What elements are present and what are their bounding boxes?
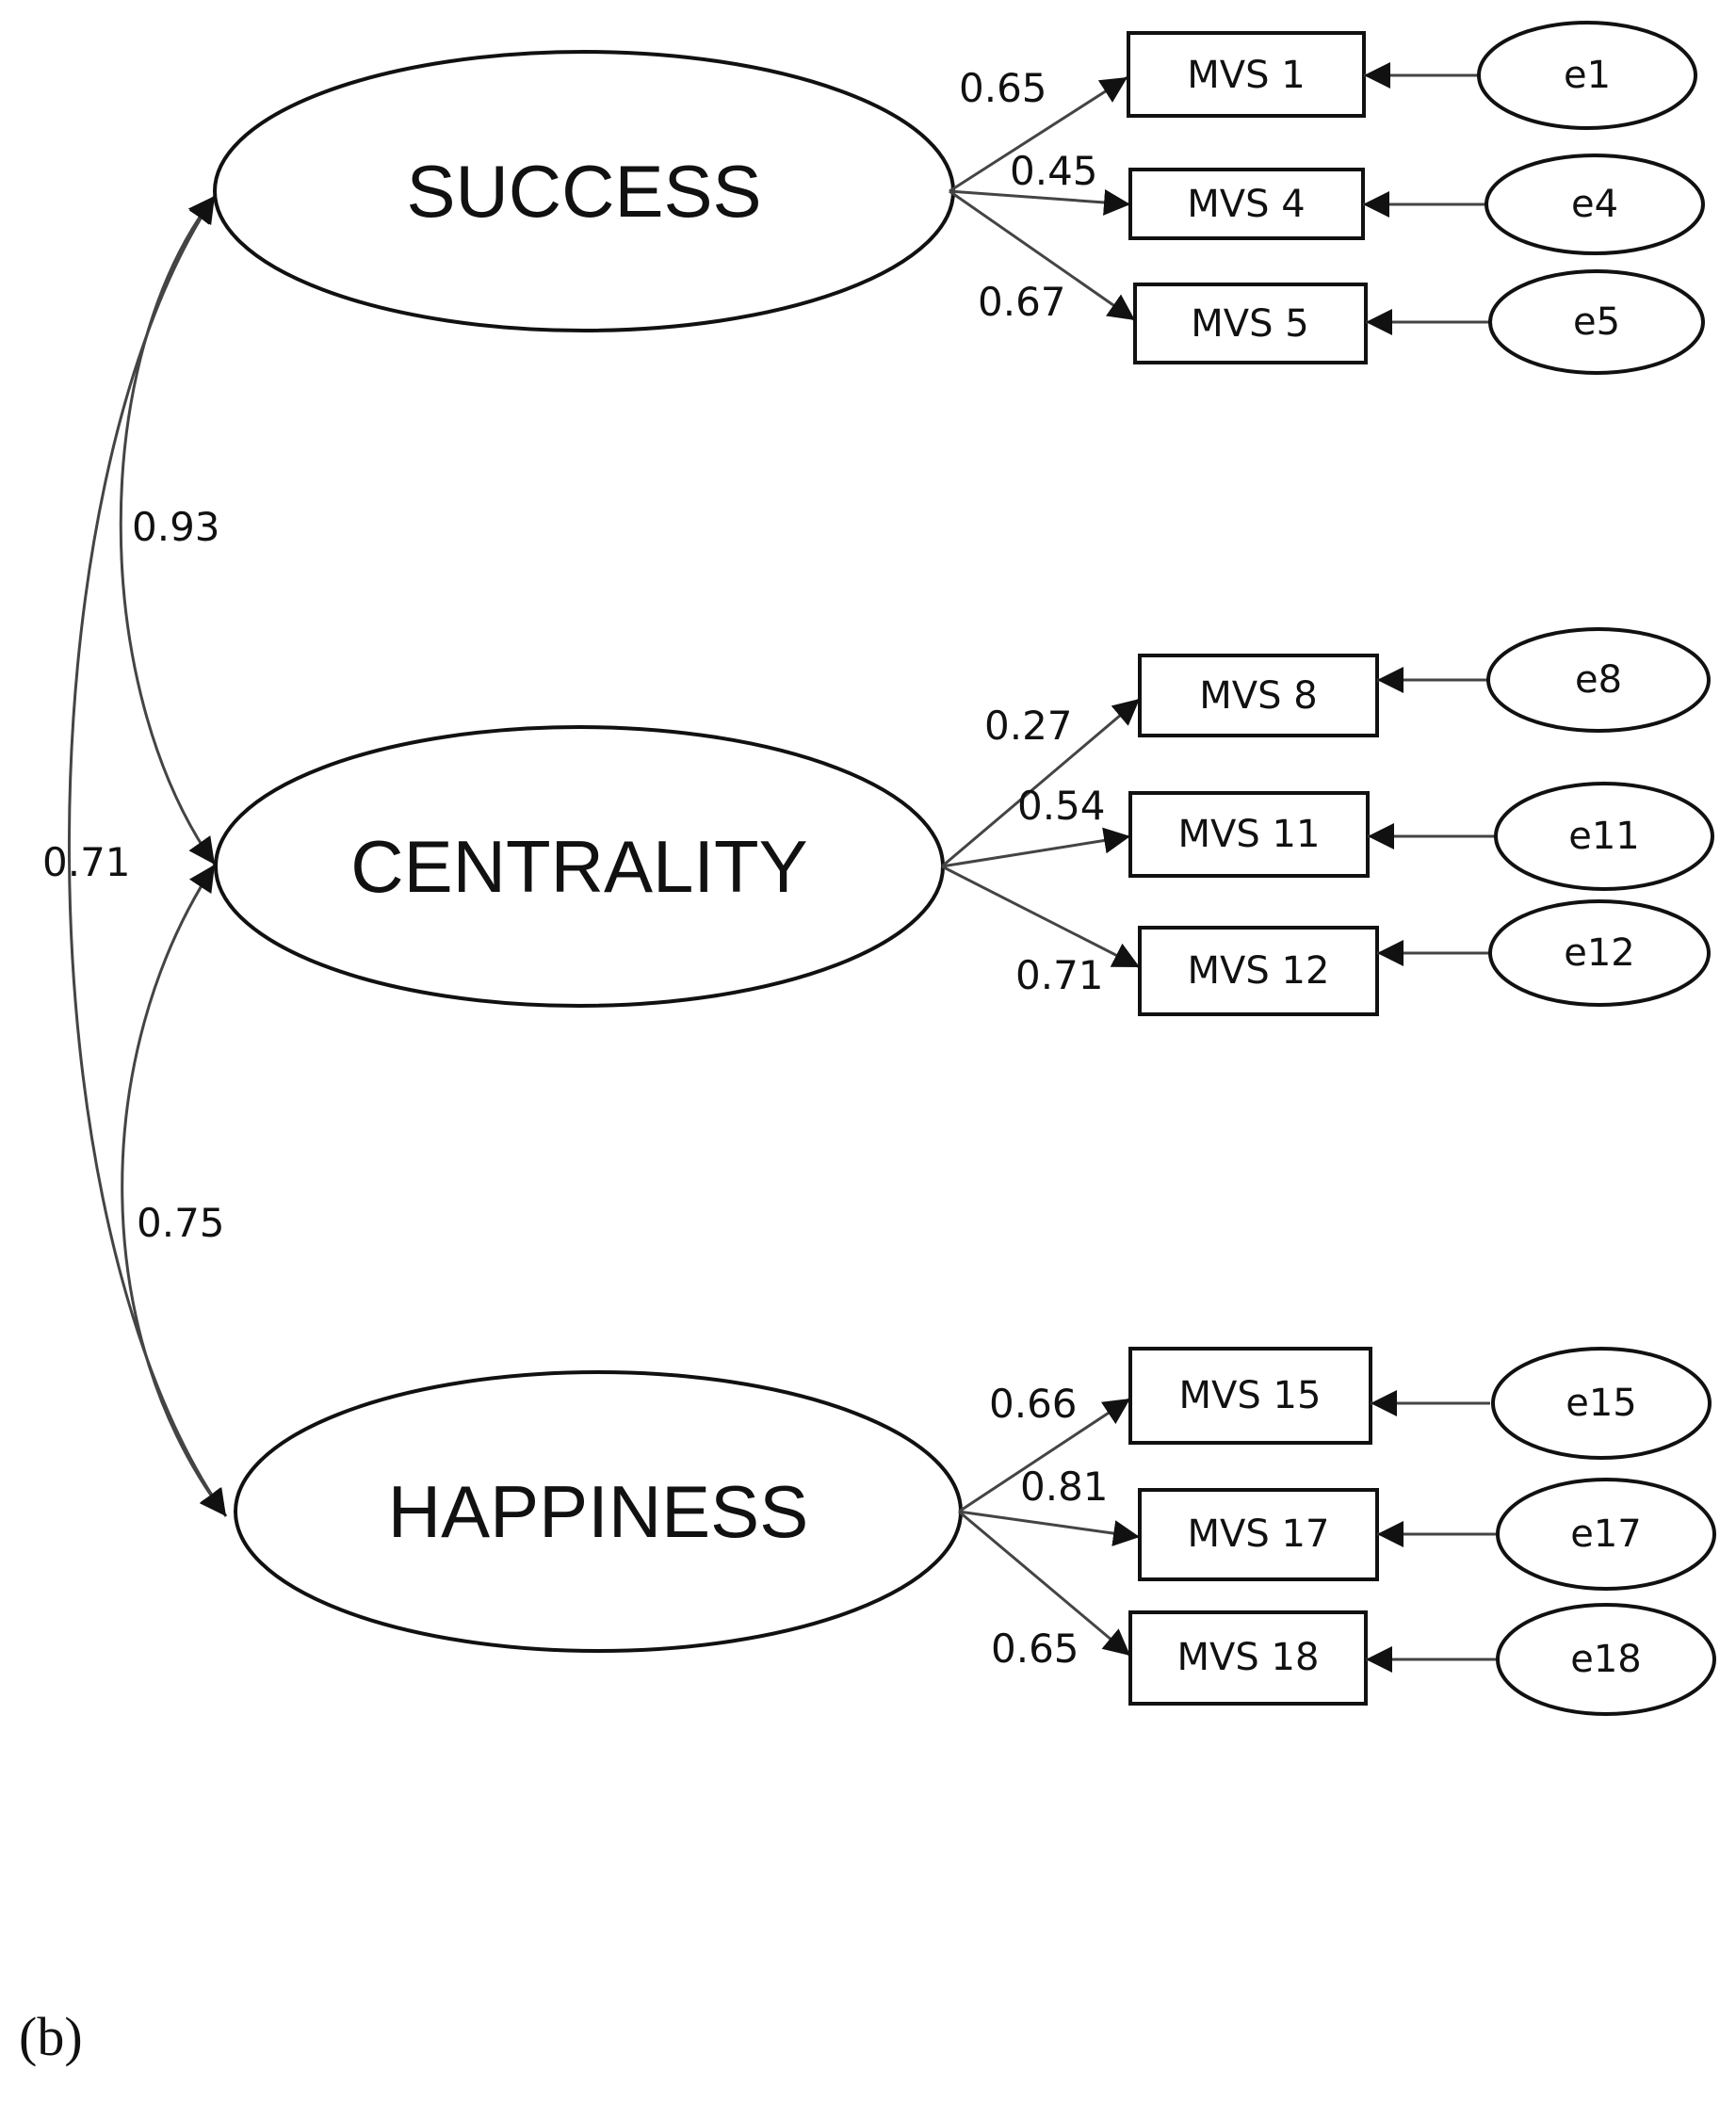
latent-label-happiness: HAPPINESS — [388, 1470, 808, 1553]
indicator-label-mvs18: MVS 18 — [1177, 1636, 1320, 1679]
indicator-mvs1: MVS 1 — [1127, 31, 1366, 118]
indicator-mvs15: MVS 15 — [1128, 1347, 1372, 1445]
error-label-e15: e15 — [1566, 1382, 1637, 1425]
indicator-label-mvs12: MVS 12 — [1188, 949, 1330, 993]
error-e17: e17 — [1496, 1478, 1716, 1591]
loading-arrow-mvs18 — [958, 1510, 1131, 1658]
indicator-label-mvs8: MVS 8 — [1199, 674, 1317, 718]
covariance-label-success-happiness: 0.71 — [42, 839, 131, 885]
loading-arrow-mvs15 — [958, 1397, 1131, 1513]
covariance-curve-centrality-happiness — [121, 864, 228, 1517]
error-label-e12: e12 — [1564, 931, 1635, 975]
indicator-mvs11: MVS 11 — [1128, 791, 1370, 878]
loading-label-mvs11: 0.54 — [1017, 783, 1106, 829]
loading-label-mvs12: 0.71 — [1015, 952, 1104, 998]
indicator-label-mvs15: MVS 15 — [1179, 1374, 1322, 1417]
indicator-mvs4: MVS 4 — [1128, 168, 1365, 240]
covariance-curve-success-centrality — [119, 195, 217, 865]
error-e15: e15 — [1491, 1347, 1712, 1460]
indicator-mvs8: MVS 8 — [1138, 654, 1379, 737]
error-label-e5: e5 — [1573, 300, 1620, 344]
error-label-e8: e8 — [1575, 658, 1622, 702]
error-label-e18: e18 — [1570, 1638, 1642, 1681]
error-label-e11: e11 — [1568, 815, 1640, 858]
loading-label-mvs15: 0.66 — [989, 1381, 1078, 1427]
error-label-e4: e4 — [1571, 183, 1618, 226]
indicator-mvs17: MVS 17 — [1138, 1488, 1379, 1581]
latent-happiness: HAPPINESS — [234, 1370, 963, 1653]
loading-arrow-mvs11 — [941, 827, 1131, 868]
error-label-e17: e17 — [1570, 1512, 1642, 1556]
indicator-mvs18: MVS 18 — [1128, 1610, 1368, 1706]
error-e1: e1 — [1477, 21, 1697, 130]
loading-label-mvs5: 0.67 — [978, 279, 1066, 325]
error-e18: e18 — [1496, 1603, 1716, 1716]
indicator-label-mvs11: MVS 11 — [1178, 813, 1321, 856]
loading-arrow-mvs4 — [949, 189, 1131, 216]
loading-arrow-mvs12 — [941, 865, 1141, 969]
latent-label-success: SUCCESS — [406, 150, 761, 233]
indicator-label-mvs17: MVS 17 — [1188, 1512, 1330, 1556]
latent-centrality: CENTRALITY — [214, 725, 945, 1008]
loading-label-mvs4: 0.45 — [1010, 148, 1098, 194]
latent-success: SUCCESS — [213, 50, 955, 332]
error-e4: e4 — [1485, 154, 1705, 255]
figure-caption: (b) — [19, 2006, 83, 2067]
loading-arrow-mvs5 — [949, 189, 1136, 322]
latent-label-centrality: CENTRALITY — [350, 825, 807, 908]
error-e5: e5 — [1488, 269, 1705, 375]
loading-arrow-mvs17 — [958, 1510, 1141, 1546]
error-e11: e11 — [1494, 782, 1714, 891]
indicator-label-mvs4: MVS 4 — [1187, 183, 1305, 226]
indicator-mvs12: MVS 12 — [1138, 926, 1379, 1016]
indicator-label-mvs5: MVS 5 — [1191, 302, 1308, 346]
error-e8: e8 — [1486, 627, 1711, 733]
covariance-label-success-centrality: 0.93 — [132, 504, 220, 550]
covariance-curve-success-happiness — [68, 195, 228, 1517]
loading-label-mvs8: 0.27 — [984, 703, 1073, 749]
loading-label-mvs1: 0.65 — [959, 65, 1047, 111]
loading-label-mvs17: 0.81 — [1020, 1464, 1109, 1510]
indicator-mvs5: MVS 5 — [1133, 283, 1368, 364]
loading-arrow-mvs1 — [949, 75, 1128, 193]
error-label-e1: e1 — [1564, 54, 1611, 97]
indicator-label-mvs1: MVS 1 — [1187, 54, 1305, 97]
error-e12: e12 — [1488, 899, 1711, 1007]
loading-arrow-mvs8 — [941, 697, 1141, 868]
covariance-label-centrality-happiness: 0.75 — [137, 1200, 225, 1246]
loading-label-mvs18: 0.65 — [991, 1626, 1079, 1672]
